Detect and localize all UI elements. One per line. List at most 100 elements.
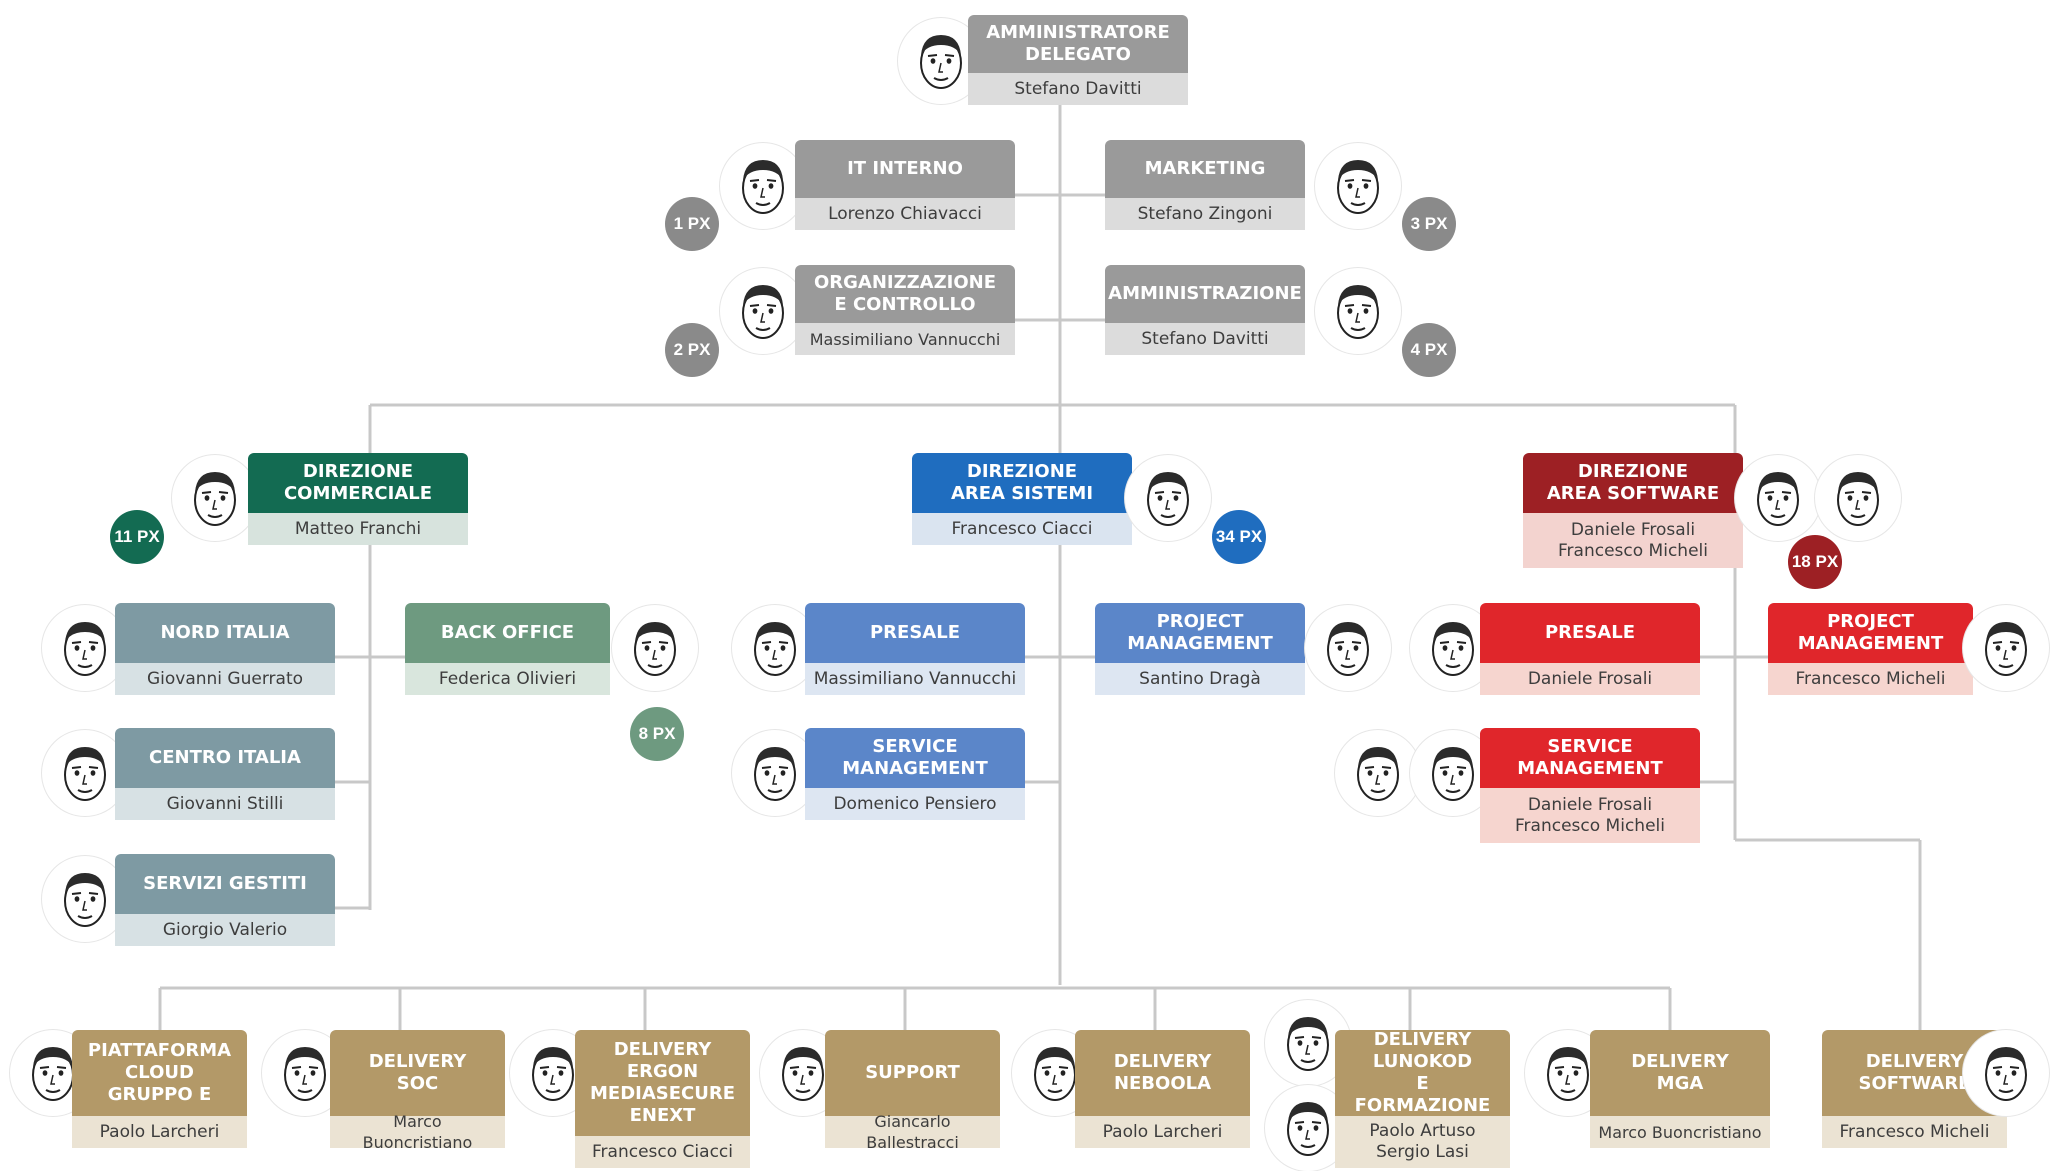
back-office-badge: 8 PX bbox=[630, 707, 684, 761]
marketing-badge: 3 PX bbox=[1402, 197, 1456, 251]
sistemi-head-title: DIREZIONE AREA SISTEMI bbox=[912, 453, 1132, 513]
software-project-box: PROJECT MANAGEMENT Francesco Micheli bbox=[1768, 603, 1973, 695]
delivery-soc-name: Marco Buoncristiano bbox=[330, 1112, 505, 1152]
ceo-box: AMMINISTRATORE DELEGATO Stefano Davitti bbox=[968, 15, 1188, 105]
delivery-support-name: Giancarlo Ballestracci bbox=[825, 1112, 1000, 1152]
organizzazione-name: Massimiliano Vannucchi bbox=[795, 323, 1015, 355]
nord-italia-name: Giovanni Guerrato bbox=[115, 663, 335, 695]
software-head-portrait-2-icon bbox=[1815, 455, 1901, 541]
delivery-lunokod-box: DELIVERY LUNOKOD E FORMAZIONE Paolo Artu… bbox=[1335, 1029, 1510, 1168]
delivery-software-portrait-icon bbox=[1963, 1030, 2049, 1116]
ceo-title: AMMINISTRATORE DELEGATO bbox=[968, 15, 1188, 73]
it-interno-box: IT INTERNO Lorenzo Chiavacci bbox=[795, 140, 1015, 230]
marketing-title: MARKETING bbox=[1105, 140, 1305, 198]
software-head-title: DIREZIONE AREA SOFTWARE bbox=[1523, 453, 1743, 513]
it-interno-name: Lorenzo Chiavacci bbox=[795, 198, 1015, 230]
servizi-gestiti-title: SERVIZI GESTITI bbox=[115, 854, 335, 914]
delivery-cloud-title: PIATTAFORMA CLOUD GRUPPO E bbox=[72, 1030, 247, 1116]
delivery-support-box: SUPPORT Giancarlo Ballestracci bbox=[825, 1030, 1000, 1152]
software-head-name: Daniele Frosali Francesco Micheli bbox=[1523, 513, 1743, 568]
it-interno-badge: 1 PX bbox=[665, 197, 719, 251]
delivery-lunokod-title: DELIVERY LUNOKOD E FORMAZIONE bbox=[1335, 1029, 1510, 1116]
software-project-title: PROJECT MANAGEMENT bbox=[1768, 603, 1973, 663]
sistemi-service-name: Domenico Pensiero bbox=[805, 788, 1025, 820]
software-project-portrait-icon bbox=[1963, 605, 2049, 691]
delivery-software-box: DELIVERY SOFTWARE Francesco Micheli bbox=[1822, 1030, 2007, 1148]
marketing-name: Stefano Zingoni bbox=[1105, 198, 1305, 230]
commerciale-head-name: Matteo Franchi bbox=[248, 513, 468, 545]
delivery-neboola-box: DELIVERY NEBOOLA Paolo Larcheri bbox=[1075, 1030, 1250, 1148]
delivery-cloud-box: PIATTAFORMA CLOUD GRUPPO E Paolo Larcher… bbox=[72, 1030, 247, 1148]
software-badge: 18 PX bbox=[1788, 535, 1842, 589]
delivery-ergon-title: DELIVERY ERGON MEDIASECURE ENEXT bbox=[575, 1030, 750, 1136]
amministrazione-portrait-icon bbox=[1315, 268, 1401, 354]
centro-italia-title: CENTRO ITALIA bbox=[115, 728, 335, 788]
organizzazione-box: ORGANIZZAZIONE E CONTROLLO Massimiliano … bbox=[795, 265, 1015, 355]
delivery-mga-title: DELIVERY MGA bbox=[1590, 1030, 1770, 1116]
delivery-lunokod-name: Paolo Artuso Sergio Lasi bbox=[1335, 1116, 1510, 1168]
delivery-software-name: Francesco Micheli bbox=[1822, 1116, 2007, 1148]
delivery-neboola-name: Paolo Larcheri bbox=[1075, 1116, 1250, 1148]
sistemi-presale-title: PRESALE bbox=[805, 603, 1025, 663]
back-office-name: Federica Olivieri bbox=[405, 663, 610, 695]
commerciale-head-portrait-icon bbox=[172, 455, 258, 541]
back-office-title: BACK OFFICE bbox=[405, 603, 610, 663]
ceo-name: Stefano Davitti bbox=[968, 73, 1188, 105]
marketing-portrait-icon bbox=[1315, 143, 1401, 229]
sistemi-head-box: DIREZIONE AREA SISTEMI Francesco Ciacci bbox=[912, 453, 1132, 545]
commerciale-head-title: DIREZIONE COMMERCIALE bbox=[248, 453, 468, 513]
software-service-portrait-1-icon bbox=[1335, 730, 1421, 816]
sistemi-presale-name: Massimiliano Vannucchi bbox=[805, 663, 1025, 695]
back-office-portrait-icon bbox=[612, 605, 698, 691]
organizzazione-title: ORGANIZZAZIONE E CONTROLLO bbox=[795, 265, 1015, 323]
software-service-name: Daniele Frosali Francesco Micheli bbox=[1480, 788, 1700, 843]
software-project-name: Francesco Micheli bbox=[1768, 663, 1973, 695]
sistemi-service-title: SERVICE MANAGEMENT bbox=[805, 728, 1025, 788]
nord-italia-box: NORD ITALIA Giovanni Guerrato bbox=[115, 603, 335, 695]
sistemi-head-name: Francesco Ciacci bbox=[912, 513, 1132, 545]
centro-italia-box: CENTRO ITALIA Giovanni Stilli bbox=[115, 728, 335, 820]
sistemi-presale-box: PRESALE Massimiliano Vannucchi bbox=[805, 603, 1025, 695]
it-interno-portrait-icon bbox=[720, 143, 806, 229]
nord-italia-title: NORD ITALIA bbox=[115, 603, 335, 663]
amministrazione-name: Stefano Davitti bbox=[1105, 323, 1305, 355]
sistemi-badge: 34 PX bbox=[1212, 510, 1266, 564]
sistemi-head-portrait-icon bbox=[1125, 455, 1211, 541]
servizi-gestiti-box: SERVIZI GESTITI Giorgio Valerio bbox=[115, 854, 335, 946]
software-presale-box: PRESALE Daniele Frosali bbox=[1480, 603, 1700, 695]
sistemi-project-title: PROJECT MANAGEMENT bbox=[1095, 603, 1305, 663]
commerciale-head-box: DIREZIONE COMMERCIALE Matteo Franchi bbox=[248, 453, 468, 545]
software-head-portrait-1-icon bbox=[1735, 455, 1821, 541]
it-interno-title: IT INTERNO bbox=[795, 140, 1015, 198]
servizi-gestiti-name: Giorgio Valerio bbox=[115, 914, 335, 946]
organizzazione-portrait-icon bbox=[720, 268, 806, 354]
amministrazione-badge: 4 PX bbox=[1402, 323, 1456, 377]
software-service-box: SERVICE MANAGEMENT Daniele Frosali Franc… bbox=[1480, 728, 1700, 843]
back-office-box: BACK OFFICE Federica Olivieri bbox=[405, 603, 610, 695]
delivery-support-title: SUPPORT bbox=[825, 1030, 1000, 1116]
sistemi-project-name: Santino Dragà bbox=[1095, 663, 1305, 695]
marketing-box: MARKETING Stefano Zingoni bbox=[1105, 140, 1305, 230]
delivery-mga-name: Marco Buoncristiano bbox=[1590, 1116, 1770, 1148]
sistemi-project-box: PROJECT MANAGEMENT Santino Dragà bbox=[1095, 603, 1305, 695]
delivery-soc-box: DELIVERY SOC Marco Buoncristiano bbox=[330, 1030, 505, 1152]
commerciale-badge: 11 PX bbox=[110, 510, 164, 564]
delivery-soc-title: DELIVERY SOC bbox=[330, 1030, 505, 1116]
organizzazione-badge: 2 PX bbox=[665, 323, 719, 377]
delivery-cloud-name: Paolo Larcheri bbox=[72, 1116, 247, 1148]
delivery-neboola-title: DELIVERY NEBOOLA bbox=[1075, 1030, 1250, 1116]
sistemi-service-portrait-icon bbox=[732, 730, 818, 816]
software-service-title: SERVICE MANAGEMENT bbox=[1480, 728, 1700, 788]
nord-italia-portrait-icon bbox=[42, 605, 128, 691]
amministrazione-box: AMMINISTRAZIONE Stefano Davitti bbox=[1105, 265, 1305, 355]
software-presale-title: PRESALE bbox=[1480, 603, 1700, 663]
delivery-ergon-name: Francesco Ciacci bbox=[575, 1136, 750, 1168]
centro-italia-name: Giovanni Stilli bbox=[115, 788, 335, 820]
delivery-mga-box: DELIVERY MGA Marco Buoncristiano bbox=[1590, 1030, 1770, 1148]
sistemi-project-portrait-icon bbox=[1305, 605, 1391, 691]
amministrazione-title: AMMINISTRAZIONE bbox=[1105, 265, 1305, 323]
software-presale-name: Daniele Frosali bbox=[1480, 663, 1700, 695]
software-head-box: DIREZIONE AREA SOFTWARE Daniele Frosali … bbox=[1523, 453, 1743, 568]
delivery-ergon-box: DELIVERY ERGON MEDIASECURE ENEXT Frances… bbox=[575, 1030, 750, 1168]
